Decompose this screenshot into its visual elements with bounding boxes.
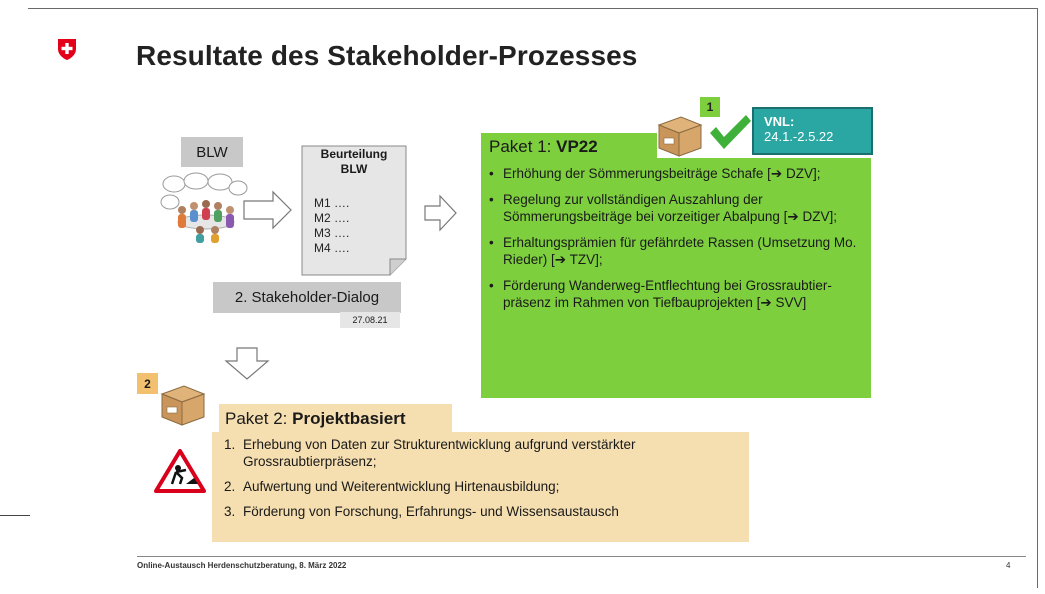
swiss-cross-icon	[58, 39, 76, 60]
paket1-title-prefix: Paket 1:	[489, 136, 557, 156]
list-item-text: Förderung von Forschung, Erfahrungs- und…	[243, 504, 619, 519]
list-item-number: 3.	[224, 504, 236, 519]
construction-sign-icon	[154, 449, 206, 493]
doc-line: M4 ….	[314, 241, 350, 255]
arrow-right-icon	[424, 194, 457, 232]
meeting-people-icon	[160, 172, 248, 243]
paket1-number-badge: 1	[700, 97, 720, 117]
slide-border-top	[28, 8, 1038, 9]
slide-border-right	[1037, 8, 1038, 588]
paket1-list: Erhöhung der Sömmerungsbeiträge Schafe […	[489, 165, 865, 320]
list-item: Förderung Wanderweg-Entflechtung bei Gro…	[489, 277, 865, 312]
page-number: 4	[1006, 561, 1011, 570]
doc-line: M3 ….	[314, 226, 350, 240]
paket2-title: Paket 2: Projektbasiert	[219, 404, 452, 433]
list-item: Regelung zur vollständigen Auszahlung de…	[489, 191, 865, 226]
blw-label: BLW	[181, 137, 243, 167]
document-icon	[301, 145, 407, 276]
list-item: 2. Aufwertung und Weiterentwicklung Hirte…	[224, 478, 744, 495]
list-item: 3. Förderung von Forschung, Erfahrungs- u…	[224, 503, 744, 520]
slide-border-left-tick	[0, 515, 30, 516]
package-box-icon	[160, 385, 206, 426]
checkmark-icon	[710, 115, 751, 149]
paket2-title-prefix: Paket 2:	[225, 408, 293, 428]
vnl-box: VNL: 24.1.-2.5.22	[752, 107, 873, 155]
list-item-number: 2.	[224, 479, 236, 494]
list-item: Erhaltungsprämien für gefährdete Rassen …	[489, 234, 865, 269]
paket2-list: 1. Erhebung von Daten zur Strukturentwick…	[224, 436, 744, 528]
paket2-number-badge: 2	[137, 373, 158, 394]
footer-divider	[137, 556, 1026, 557]
paket2-title-bold: Projektbasiert	[292, 408, 406, 428]
arrow-right-icon	[243, 190, 292, 230]
vnl-dates: 24.1.-2.5.22	[764, 129, 834, 144]
paket1-title: Paket 1: VP22	[481, 133, 657, 160]
paket2-panel	[212, 432, 749, 542]
list-item: 1. Erhebung von Daten zur Strukturentwick…	[224, 436, 744, 470]
stakeholder-dialog-label: 2. Stakeholder-Dialog	[213, 282, 401, 313]
list-item-text: Aufwertung und Weiterentwicklung Hirtena…	[243, 479, 560, 494]
doc-line: M1 ….	[314, 196, 350, 210]
vnl-label: VNL:	[764, 114, 795, 129]
list-item: Erhöhung der Sömmerungsbeiträge Schafe […	[489, 165, 865, 183]
arrow-down-icon	[224, 347, 270, 380]
paket1-title-bold: VP22	[556, 136, 598, 156]
doc-title-line1: Beurteilung	[320, 147, 388, 161]
slide-title: Resultate des Stakeholder-Prozesses	[136, 40, 638, 71]
doc-title: Beurteilung BLW	[306, 147, 402, 177]
list-item-text: Erhebung von Daten zur Strukturentwicklu…	[243, 437, 636, 469]
doc-line: M2 ….	[314, 211, 350, 225]
dialog-date: 27.08.21	[340, 312, 400, 328]
package-box-icon	[657, 116, 703, 157]
doc-title-line2: BLW	[340, 162, 368, 176]
footer-text: Online-Austausch Herdenschutzberatung, 8…	[137, 561, 347, 570]
list-item-number: 1.	[224, 437, 236, 452]
